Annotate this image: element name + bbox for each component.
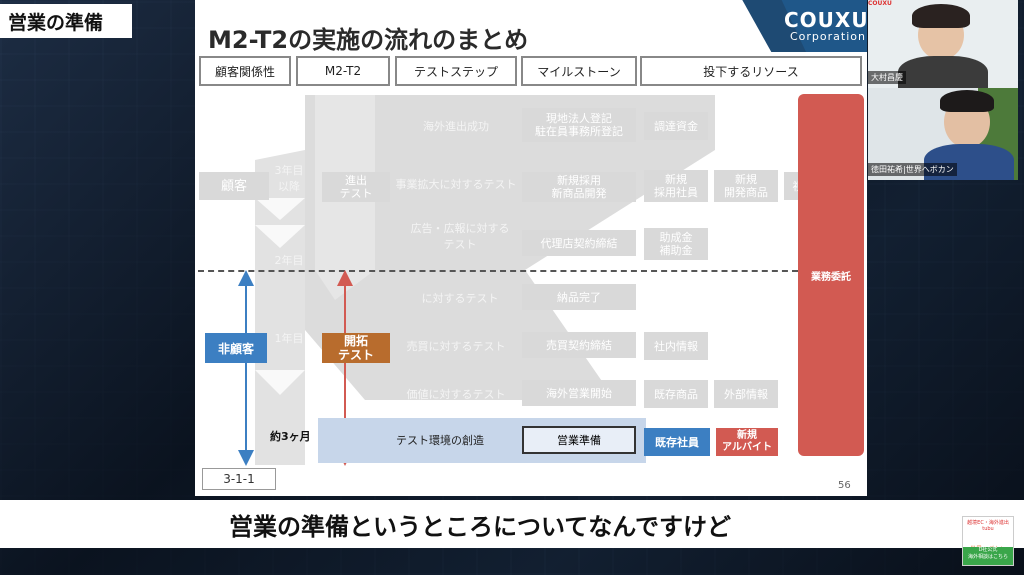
ghost-step-value: 価値に対するテスト bbox=[406, 388, 506, 401]
slide-title: M2-T2の実施の流れのまとめ bbox=[208, 26, 529, 54]
subtitle-caption: 営業の準備というところについてなんですけど bbox=[228, 512, 732, 541]
pioneer-test-label: 開拓 テスト bbox=[322, 333, 390, 363]
ghost-customer: 顧客 bbox=[199, 172, 269, 200]
video-bottom-name: 徳田祐希|世界へボカン bbox=[868, 163, 957, 176]
new-parttime-box: 新規 アルバイト bbox=[716, 428, 778, 456]
person-hair bbox=[912, 4, 970, 28]
ghost-resource-external-info: 外部情報 bbox=[714, 380, 778, 408]
divider-dashed-line bbox=[198, 270, 798, 272]
ghost-year1: 1年目 bbox=[274, 332, 304, 345]
non-customer-label: 非顧客 bbox=[205, 333, 267, 363]
video-top-logo: COUXU bbox=[868, 0, 892, 7]
header-milestone: マイルストーン bbox=[521, 56, 637, 86]
page-number: 56 bbox=[838, 480, 851, 491]
ghost-step-success: 海外進出成功 bbox=[423, 120, 489, 133]
header-m2t2: M2-T2 bbox=[296, 56, 390, 86]
video-tile-bottom: 徳田祐希|世界へボカン bbox=[868, 88, 1018, 180]
channel-badge[interactable]: 越境EC・海外進出tubu 世界へボカン D社公式 海外相談はこちら bbox=[962, 516, 1014, 566]
about-3-months-label: 約3ヶ月 bbox=[270, 430, 311, 443]
header-test-step: テストステップ bbox=[395, 56, 517, 86]
badge-cta[interactable]: D社公式 海外相談はこちら bbox=[963, 547, 1013, 565]
outsourcing-bar: 業務委託 bbox=[798, 94, 864, 456]
ghost-step-ads: 広告・広報に対する テスト bbox=[410, 222, 510, 251]
ghost-year3: 3年目 以降 bbox=[274, 164, 304, 193]
ghost-expansion-test: 進出 テスト bbox=[322, 172, 390, 202]
ghost-step-delivery: に対するテスト bbox=[421, 292, 499, 305]
person-shirt bbox=[898, 56, 988, 88]
ghost-resource-existing-product: 既存商品 bbox=[644, 380, 708, 408]
ghost-milestone-register: 現地法人登記 駐在員事務所登記 bbox=[522, 108, 636, 142]
ghost-milestone-contract: 売買契約締結 bbox=[522, 332, 636, 358]
existing-staff-box: 既存社員 bbox=[644, 428, 710, 456]
sales-prep-box: 営業準備 bbox=[522, 426, 636, 454]
header-customer-relation: 顧客関係性 bbox=[199, 56, 291, 86]
ghost-resource-subsidy: 助成金 補助金 bbox=[644, 228, 708, 260]
ghost-milestone-hiring: 新規採用 新商品開発 bbox=[522, 172, 636, 202]
video-tile-top: COUXU 大村昌慶 bbox=[868, 0, 1018, 88]
ghost-milestone-agency: 代理店契約締結 bbox=[522, 230, 636, 256]
badge-top-text: 越境EC・海外進出tubu bbox=[967, 520, 1009, 532]
corner-chapter-label: 営業の準備 bbox=[0, 4, 132, 38]
header-resources: 投下するリソース bbox=[640, 56, 862, 86]
ghost-resource-funding: 調達資金 bbox=[644, 112, 708, 140]
couxu-logo-sub: Corporation bbox=[790, 30, 866, 43]
video-top-name: 大村昌慶 bbox=[868, 71, 906, 84]
ghost-step-expansion: 事業拡大に対するテスト bbox=[395, 178, 517, 191]
ghost-step-sales: 売買に対するテスト bbox=[406, 340, 506, 353]
ghost-year2: 2年目 bbox=[274, 254, 304, 267]
couxu-logo: COUXU bbox=[784, 8, 869, 32]
ghost-resource-internal-info: 社内情報 bbox=[644, 332, 708, 360]
test-environment-label: テスト環境の創造 bbox=[396, 434, 484, 447]
ghost-milestone-delivery: 納品完了 bbox=[522, 284, 636, 310]
ghost-resource-new-product: 新規 開発商品 bbox=[714, 170, 778, 202]
ghost-milestone-overseas: 海外営業開始 bbox=[522, 380, 636, 406]
ghost-resource-new-staff: 新規 採用社員 bbox=[644, 170, 708, 202]
person-hair bbox=[940, 90, 994, 112]
subtitle-bar bbox=[0, 500, 1024, 548]
section-reference: 3-1-1 bbox=[202, 468, 276, 490]
